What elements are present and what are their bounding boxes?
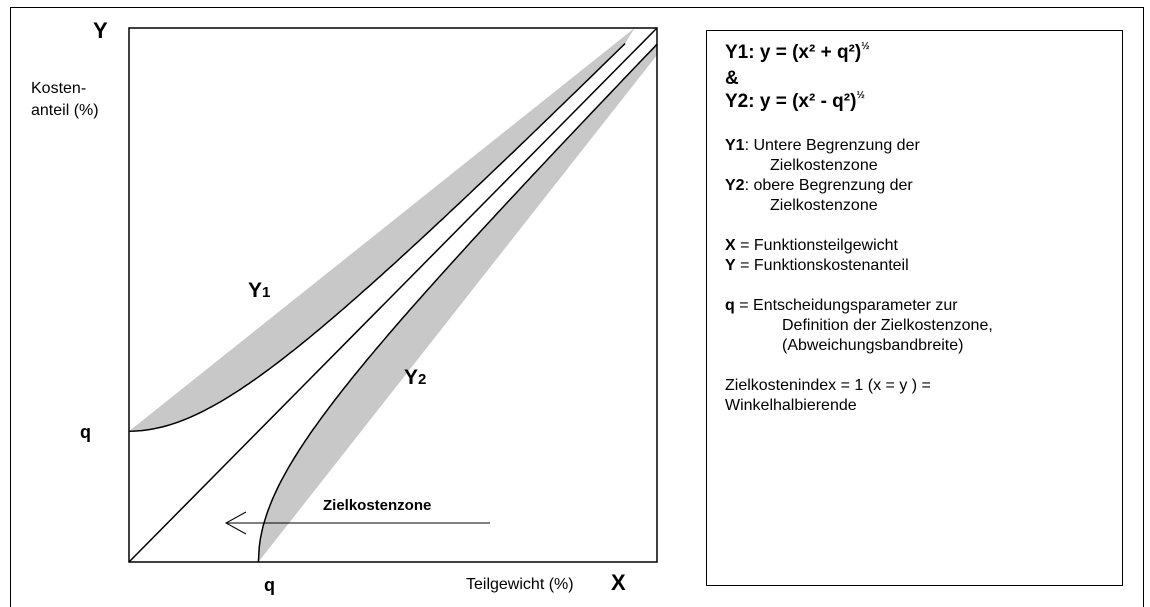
curve-y1 (128, 42, 626, 432)
zone-label: Zielkostenzone (323, 497, 432, 514)
diagonal-line (128, 27, 658, 563)
x-axis-label: Teilgewicht (%) (466, 576, 574, 593)
q-y-axis-label: q (80, 422, 91, 442)
formula-ampersand: & (725, 68, 739, 89)
legend-q-line2: Definition der Zielkostenzone, (782, 317, 993, 334)
legend-index-line1: Zielkostenindex = 1 (x = y ) = (725, 377, 931, 394)
legend-index-line2: Winkelhalbierende (725, 397, 857, 414)
legend-y-line: Y = Funktionskostenanteil (725, 257, 909, 274)
y-axis-label-line2: anteil (%) (31, 102, 99, 119)
legend-box: Y1: y = (x² + q²)½ & Y2: y = (x² - q²)½ … (706, 30, 1123, 586)
x-axis-letter: X (611, 570, 626, 595)
curve-y2-label: Y2 (404, 366, 427, 389)
curve-y2 (257, 43, 658, 563)
curve-y1-label: Y1 (248, 279, 271, 302)
legend-y1-line2: Zielkostenzone (770, 157, 878, 174)
formula-y1: Y1: y = (x² + q²)½ (725, 41, 870, 63)
legend-x-line: X = Funktionsteilgewicht (725, 237, 898, 254)
legend-y2-line2: Zielkostenzone (770, 197, 878, 214)
upper-shaded-band (129, 28, 635, 432)
outer-frame (10, 7, 1144, 607)
q-x-axis-label: q (264, 575, 275, 595)
y-axis-label-line1: Kosten- (31, 80, 87, 97)
legend-q-line: q = Entscheidungsparameter zur (725, 297, 958, 314)
y-axis-letter: Y (93, 18, 108, 43)
legend-y1-line: Y1: Untere Begrenzung der (725, 137, 920, 154)
lower-shaded-band (258, 44, 657, 563)
legend-q-line3: (Abweichungsbandbreite) (782, 337, 964, 354)
plot-frame (128, 27, 658, 563)
formula-y2: Y2: y = (x² - q²)½ (725, 90, 865, 112)
zone-arrow-head (224, 511, 247, 535)
legend-y2-line: Y2: obere Begrenzung der (725, 177, 913, 194)
